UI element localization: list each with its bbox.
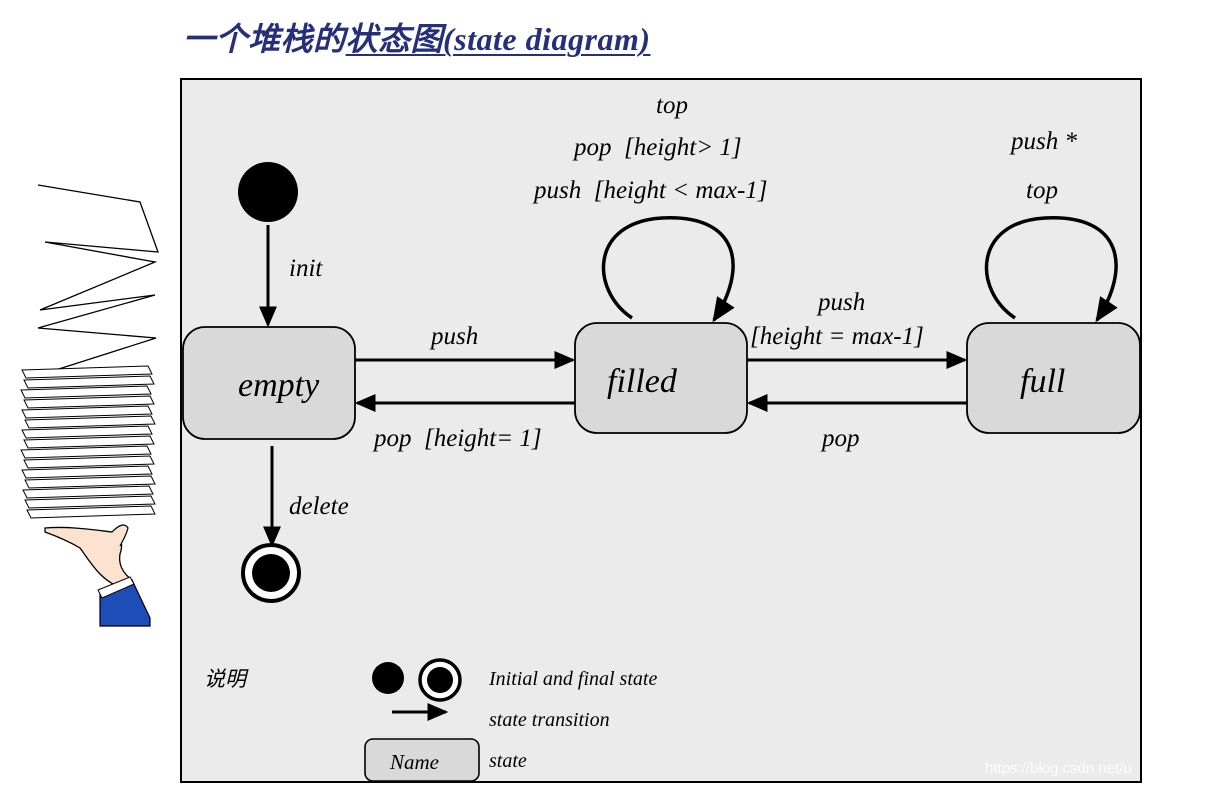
page-title: 一个堆栈的状态图(state diagram) (183, 14, 651, 60)
legend-transition-text: state transition (489, 709, 610, 731)
state-full-label: full (1020, 363, 1065, 400)
legend-state-text: state (489, 750, 527, 772)
push-label-filled-to-full-line1: push (816, 289, 865, 316)
thumb-icon (111, 524, 129, 547)
pop-label-full-to-filled: pop (820, 425, 860, 452)
push-label-empty-to-filled: push (429, 323, 478, 350)
legend-final-core (427, 667, 453, 693)
paper-stack-illustration (20, 184, 159, 627)
full-loop-label-1: push * (1009, 128, 1077, 155)
filled-loop-label-2: pop [height> 1] (572, 134, 742, 161)
filled-self-loop (601, 216, 735, 323)
legend-title: 说明 (204, 667, 249, 691)
delete-label: delete (289, 493, 349, 520)
pop-label-filled-to-empty: pop [height= 1] (372, 425, 542, 452)
legend-initial-icon (372, 662, 404, 694)
title-underlined: 状态图(state diagram) (345, 21, 651, 57)
stacked-sheets-icon (20, 365, 156, 519)
state-empty-label: empty (238, 367, 320, 404)
init-label: init (289, 255, 323, 282)
state-empty (182, 326, 356, 440)
filled-loop-label-1: top (656, 92, 688, 119)
push-label-filled-to-full-line2: [height = max-1] (750, 323, 924, 350)
watermark: https://blog.csdn.net/u (985, 760, 1132, 777)
filled-loop-label-3: push [height < max-1] (532, 177, 768, 204)
folded-paper-icon (37, 184, 159, 376)
state-full (966, 322, 1141, 434)
legend-state-box (364, 738, 480, 782)
state-filled (574, 322, 748, 434)
state-filled-label: filled (607, 363, 678, 400)
initial-state (238, 162, 298, 222)
legend-state-box-label: Name (389, 750, 439, 774)
legend-initial-final-text: Initial and final state (488, 668, 657, 690)
full-loop-label-2: top (1026, 177, 1058, 204)
title-prefix: 一个堆栈的 (183, 21, 346, 57)
full-self-loop (984, 216, 1118, 323)
final-state-core (252, 554, 290, 592)
